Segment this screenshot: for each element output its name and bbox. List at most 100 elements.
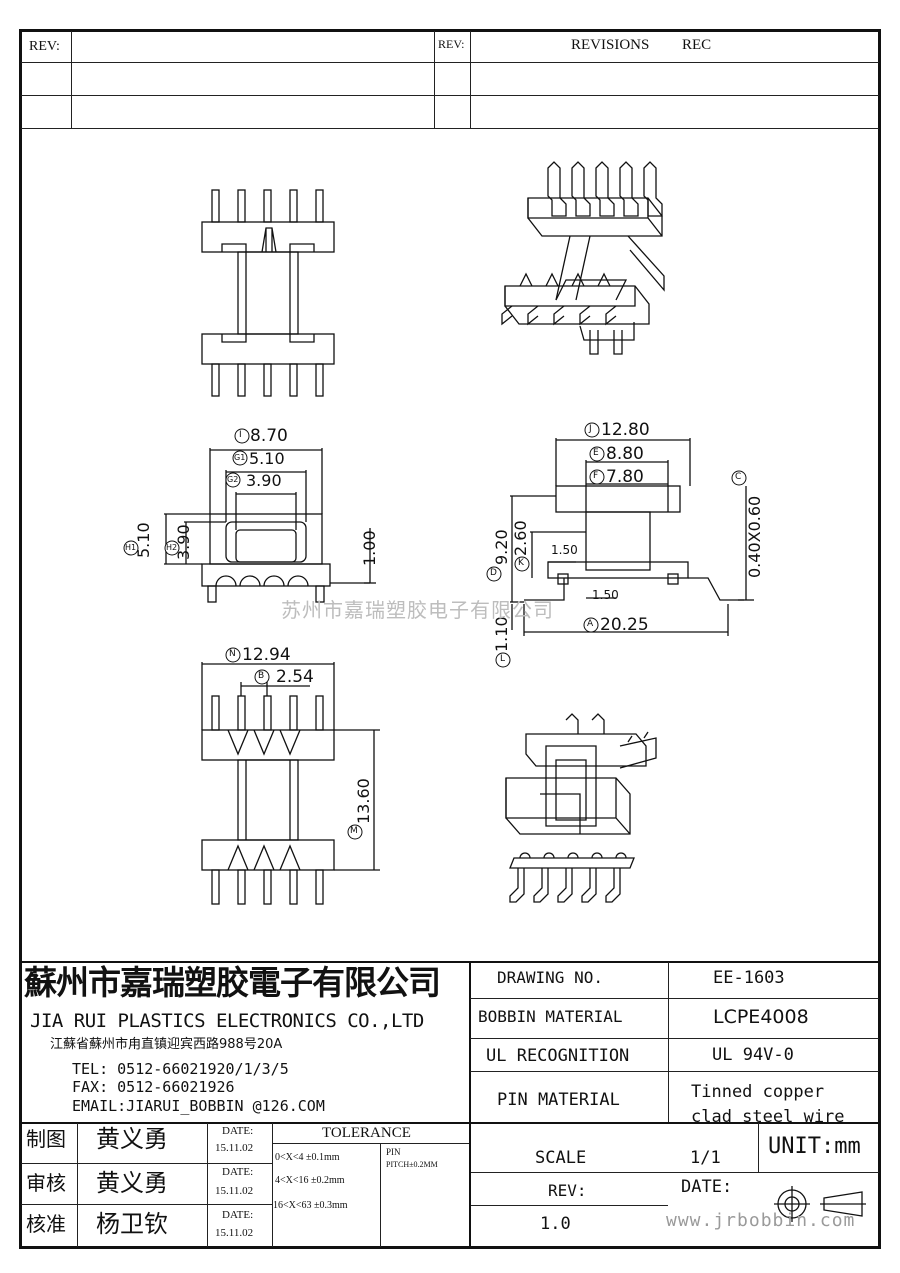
scale-value: 1/1	[690, 1148, 721, 1168]
company-address: 江蘇省蘇州市甪直镇迎宾西路988号20A	[50, 1037, 283, 1052]
dim-h2-value: 3.90	[174, 524, 193, 560]
approval-role-checker: 审核	[26, 1171, 66, 1195]
tolerance-row-3: 16<X<63 ±0.3mm	[273, 1200, 348, 1211]
dim-d-circle-label: D	[490, 568, 497, 578]
dim-a-circle-label: A	[587, 619, 594, 629]
dim-h1-circle-label: H1	[125, 543, 137, 552]
approval-col-2	[207, 1123, 208, 1247]
tolerance-row-1: 0<X<4 ±0.1mm	[275, 1152, 340, 1163]
dim-m-value: 13.60	[354, 778, 373, 824]
isometric-view-bottom	[505, 713, 657, 903]
date-label: DATE:	[681, 1177, 733, 1197]
dim-g1-circle-label: G1	[234, 453, 246, 462]
dim-g2-value: 3.90	[246, 471, 282, 490]
dim-g2-circle-label: G2	[227, 475, 239, 484]
pin-material-label: PIN MATERIAL	[497, 1090, 620, 1110]
drawing-no-label: DRAWING NO.	[497, 968, 603, 987]
approval-date-drafter: 15.11.02	[215, 1142, 254, 1154]
tolerance-row-2: 4<X<16 ±0.2mm	[275, 1175, 345, 1186]
dim-f-value: 7.80	[606, 467, 644, 487]
rec-label: REC	[682, 37, 712, 53]
dim-d-value: 9.20	[492, 529, 511, 565]
isometric-view-top	[501, 161, 665, 355]
scale-label: SCALE	[535, 1148, 587, 1168]
dim-c-value: 0.40X0.60	[745, 495, 764, 578]
dim-pin-a-value: 1.50	[551, 543, 578, 557]
title-block-top-line	[21, 961, 879, 963]
approval-name-checker: 黄义勇	[96, 1169, 168, 1197]
approval-col-3	[272, 1123, 273, 1247]
spec-col-line	[668, 962, 669, 1122]
website-watermark: www.jrbobbin.com	[666, 1210, 856, 1231]
dim-m-circle-label: M	[350, 826, 358, 836]
rev-label-left: REV:	[29, 39, 60, 54]
dim-h2-circle-label: H2	[166, 543, 178, 552]
ul-recognition-value: UL 94V-0	[712, 1045, 794, 1065]
dim-i-value: 8.70	[250, 426, 288, 446]
approval-right-border	[469, 1123, 471, 1247]
dim-l-circle-label: L	[500, 654, 506, 664]
unit-label: UNIT:mm	[768, 1134, 861, 1159]
company-name-cn: 蘇州市嘉瑞塑胶電子有限公司	[24, 963, 441, 1002]
ul-recognition-label: UL RECOGNITION	[486, 1046, 630, 1066]
top-view	[201, 189, 335, 397]
spec-row-line-2	[470, 1038, 879, 1039]
drawing-no-value: EE-1603	[713, 968, 785, 988]
tolerance-header-line	[272, 1143, 469, 1144]
dim-k-value: 2.60	[511, 520, 530, 556]
dim-j-value: 12.80	[601, 420, 650, 440]
approval-date-label-drafter: DATE:	[222, 1125, 254, 1137]
approval-row-line-1	[21, 1163, 272, 1164]
rev-row-line	[470, 1205, 668, 1206]
title-block-divider	[469, 962, 471, 1122]
rev-label-right: REV:	[438, 37, 465, 51]
dim-i-circle-label: I	[239, 430, 242, 440]
dim-e-circle-label: E	[593, 448, 599, 458]
dim-n-circle-label: N	[229, 649, 236, 659]
approval-name-drafter: 黄义勇	[96, 1125, 168, 1153]
approval-row-line-2	[21, 1204, 272, 1205]
dim-b-circle-label: B	[258, 671, 265, 681]
spec-row-line-4	[21, 1122, 879, 1124]
tolerance-col	[380, 1143, 381, 1247]
dim-pin-b-value: 1.50	[592, 588, 619, 602]
company-tel: TEL: 0512-66021920/1/3/5	[72, 1060, 289, 1078]
dim-a-value: 20.25	[600, 615, 649, 635]
approval-col-1	[77, 1123, 78, 1247]
approval-role-drafter: 制图	[26, 1127, 66, 1151]
tolerance-pin-label: PIN	[386, 1147, 401, 1157]
watermark-text: 苏州市嘉瑞塑胶电子有限公司	[281, 598, 554, 622]
scale-row-line	[470, 1172, 879, 1173]
approval-name-approver: 杨卫钦	[96, 1210, 168, 1238]
rev-col-line-2	[434, 31, 435, 128]
unit-col-line	[758, 1123, 759, 1172]
side-view	[510, 438, 754, 636]
rev-row-line-2	[21, 95, 879, 96]
approval-date-label-approver: DATE:	[222, 1209, 254, 1221]
dim-j-circle-label: J	[589, 424, 592, 434]
dim-g1-value: 5.10	[249, 449, 285, 468]
approval-role-approver: 核准	[26, 1212, 66, 1236]
dim-e-value: 8.80	[606, 444, 644, 464]
company-fax: FAX: 0512-66021926	[72, 1078, 235, 1096]
approval-date-label-checker: DATE:	[222, 1166, 254, 1178]
rev-label: REV:	[548, 1181, 587, 1200]
company-name-en: JIA RUI PLASTICS ELECTRONICS CO.,LTD	[30, 1010, 424, 1032]
pin-material-line1: Tinned copper	[691, 1082, 825, 1102]
spec-row-line-1	[470, 998, 879, 999]
dim-f-circle-label: F	[593, 471, 599, 481]
bobbin-material-value: LCPE4008	[713, 1006, 809, 1028]
bottom-view	[201, 662, 380, 905]
dim-c-circle-label: C	[735, 472, 742, 482]
dim-side-height-value: 1.00	[360, 530, 379, 566]
dim-h1-value: 5.10	[134, 522, 153, 558]
pin-material-line2: clad steel wire	[691, 1107, 845, 1127]
rev-value: 1.0	[540, 1214, 571, 1234]
rev-col-line-3	[470, 31, 471, 128]
projection-symbol-icon	[774, 1186, 866, 1222]
company-email: EMAIL:JIARUI_BOBBIN @126.COM	[72, 1097, 325, 1115]
rev-row-line-1	[21, 62, 879, 63]
front-view	[164, 448, 376, 603]
rev-col-line-1	[71, 31, 72, 128]
